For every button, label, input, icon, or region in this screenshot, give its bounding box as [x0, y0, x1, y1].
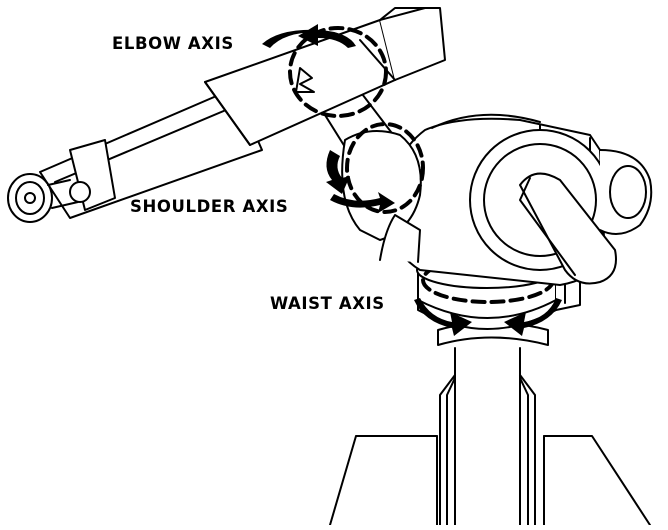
shoulder-axis-ring [345, 122, 425, 214]
elbow-axis-label: ELBOW AXIS [112, 34, 234, 53]
shoulder-rotation-arrows [326, 150, 395, 213]
shoulder-axis-label: SHOULDER AXIS [130, 197, 289, 216]
elbow-axis-ring [288, 26, 388, 118]
forearm [7, 7, 446, 223]
waist-rotation-arrows [414, 298, 562, 336]
pedestal-table [329, 435, 651, 526]
waist-axis-label: WAIST AXIS [270, 294, 385, 313]
base-column [437, 321, 549, 526]
shoulder-housing [388, 113, 653, 286]
elbow-rotation-arrows [262, 24, 356, 93]
